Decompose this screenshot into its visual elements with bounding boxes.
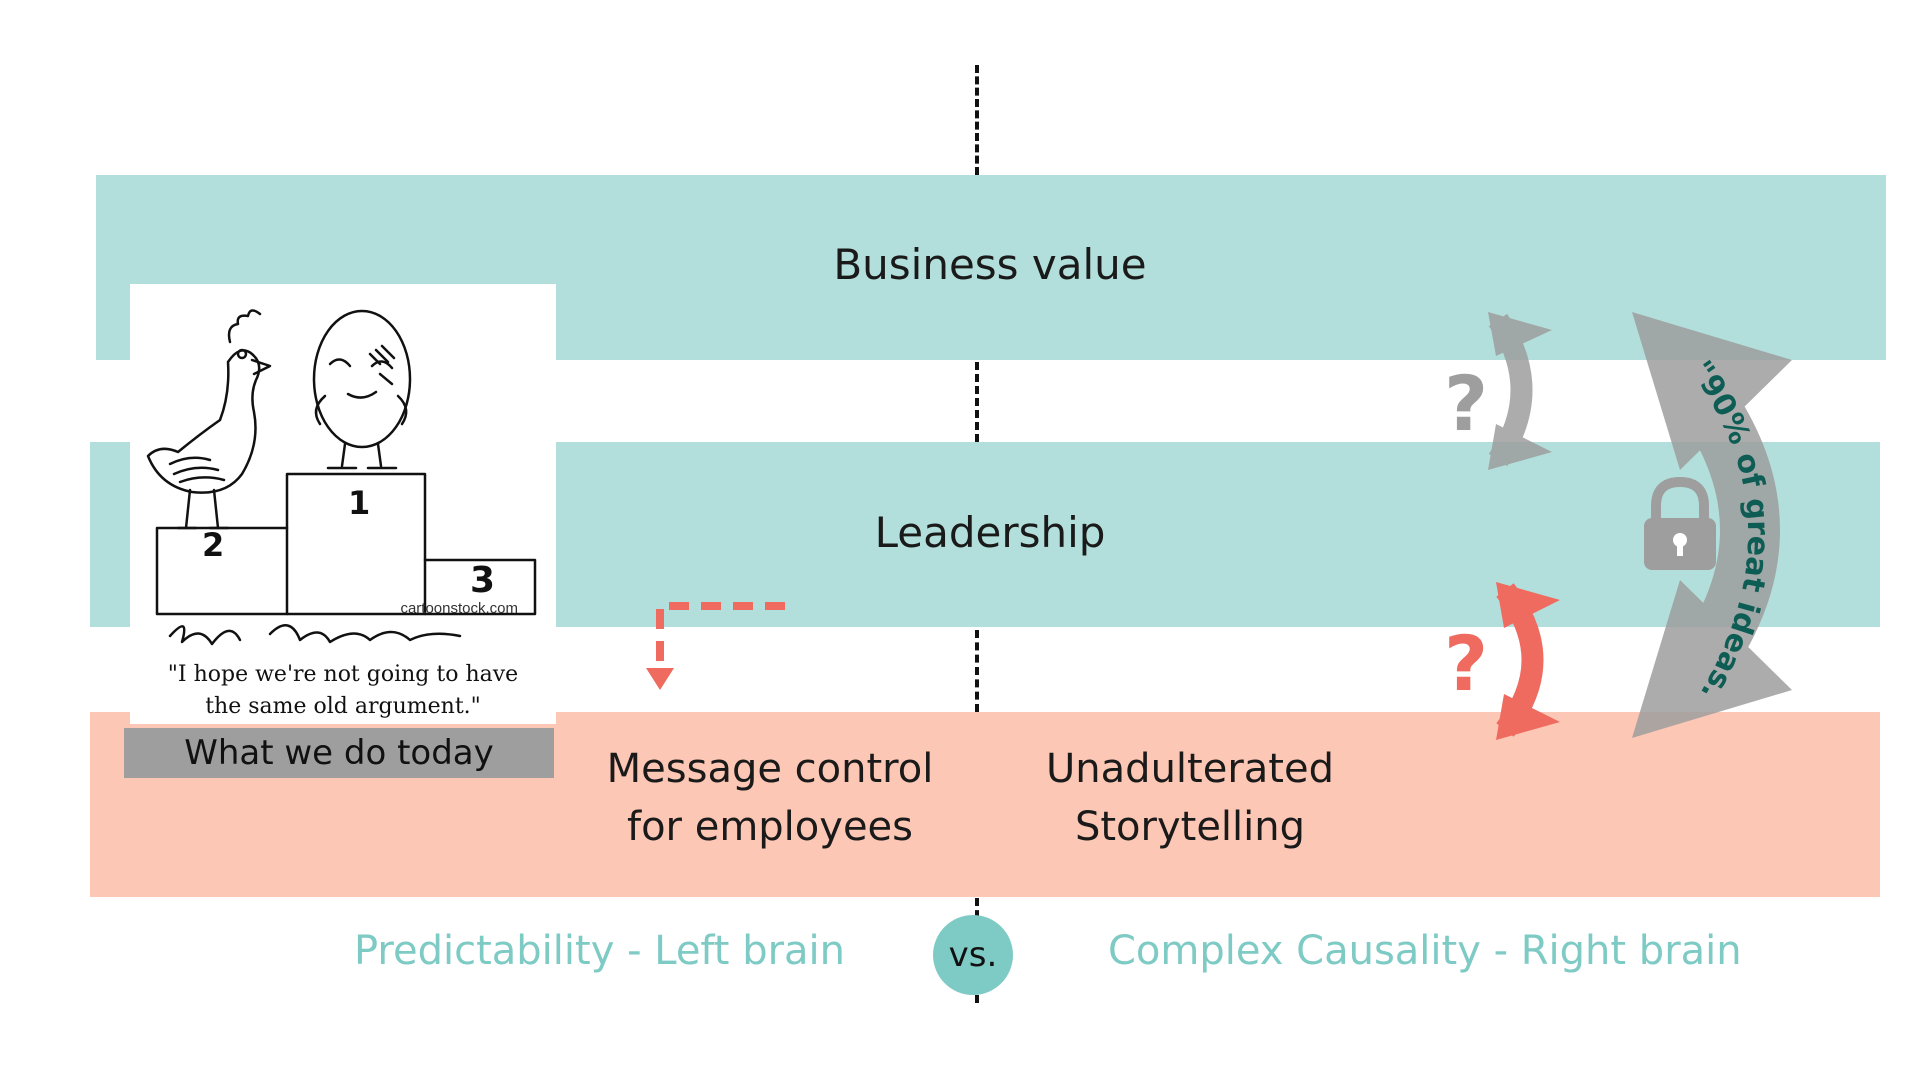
predictability-label: Predictability - Left brain xyxy=(354,928,846,974)
leadership-label: Leadership xyxy=(874,508,1106,557)
podium-number-2: 2 xyxy=(202,526,224,564)
complex-causality-label: Complex Causality - Right brain xyxy=(1108,928,1742,974)
business-value-label: Business value xyxy=(833,240,1147,289)
curved-arrow-icon xyxy=(1488,312,1552,470)
storytelling-line1: Unadulterated xyxy=(1046,746,1334,792)
center-divider-top xyxy=(975,65,979,175)
cartoon-caption-line1: "I hope we're not going to have xyxy=(167,662,519,687)
storytelling-line2: Storytelling xyxy=(1074,804,1306,850)
what-we-do-today-label: What we do today xyxy=(124,728,554,778)
curved-arrow-icon xyxy=(1496,582,1560,740)
center-divider-mid2 xyxy=(975,630,979,712)
cartoon-caption-line2: the same old argument." xyxy=(205,694,481,719)
podium-number-1: 1 xyxy=(348,484,370,522)
lock-icon xyxy=(1644,476,1716,570)
dashed-arrow-icon xyxy=(646,602,785,690)
cartoon-image: 2 1 3 cartoonstock.com "I hope we're not… xyxy=(130,284,556,724)
vs-badge: vs. xyxy=(933,915,1013,995)
message-control-line1: Message control xyxy=(606,746,934,792)
cartoon-watermark: cartoonstock.com xyxy=(400,600,518,617)
message-control-line2: for employees xyxy=(627,804,913,850)
curved-arrow-icon xyxy=(1632,312,1792,738)
question-mark-red: ? xyxy=(1444,619,1488,708)
cartoon-drawing: 2 1 3 xyxy=(146,309,537,646)
center-divider-mid1 xyxy=(975,362,979,442)
question-mark-grey: ? xyxy=(1444,359,1488,448)
podium-number-3: 3 xyxy=(470,560,495,601)
